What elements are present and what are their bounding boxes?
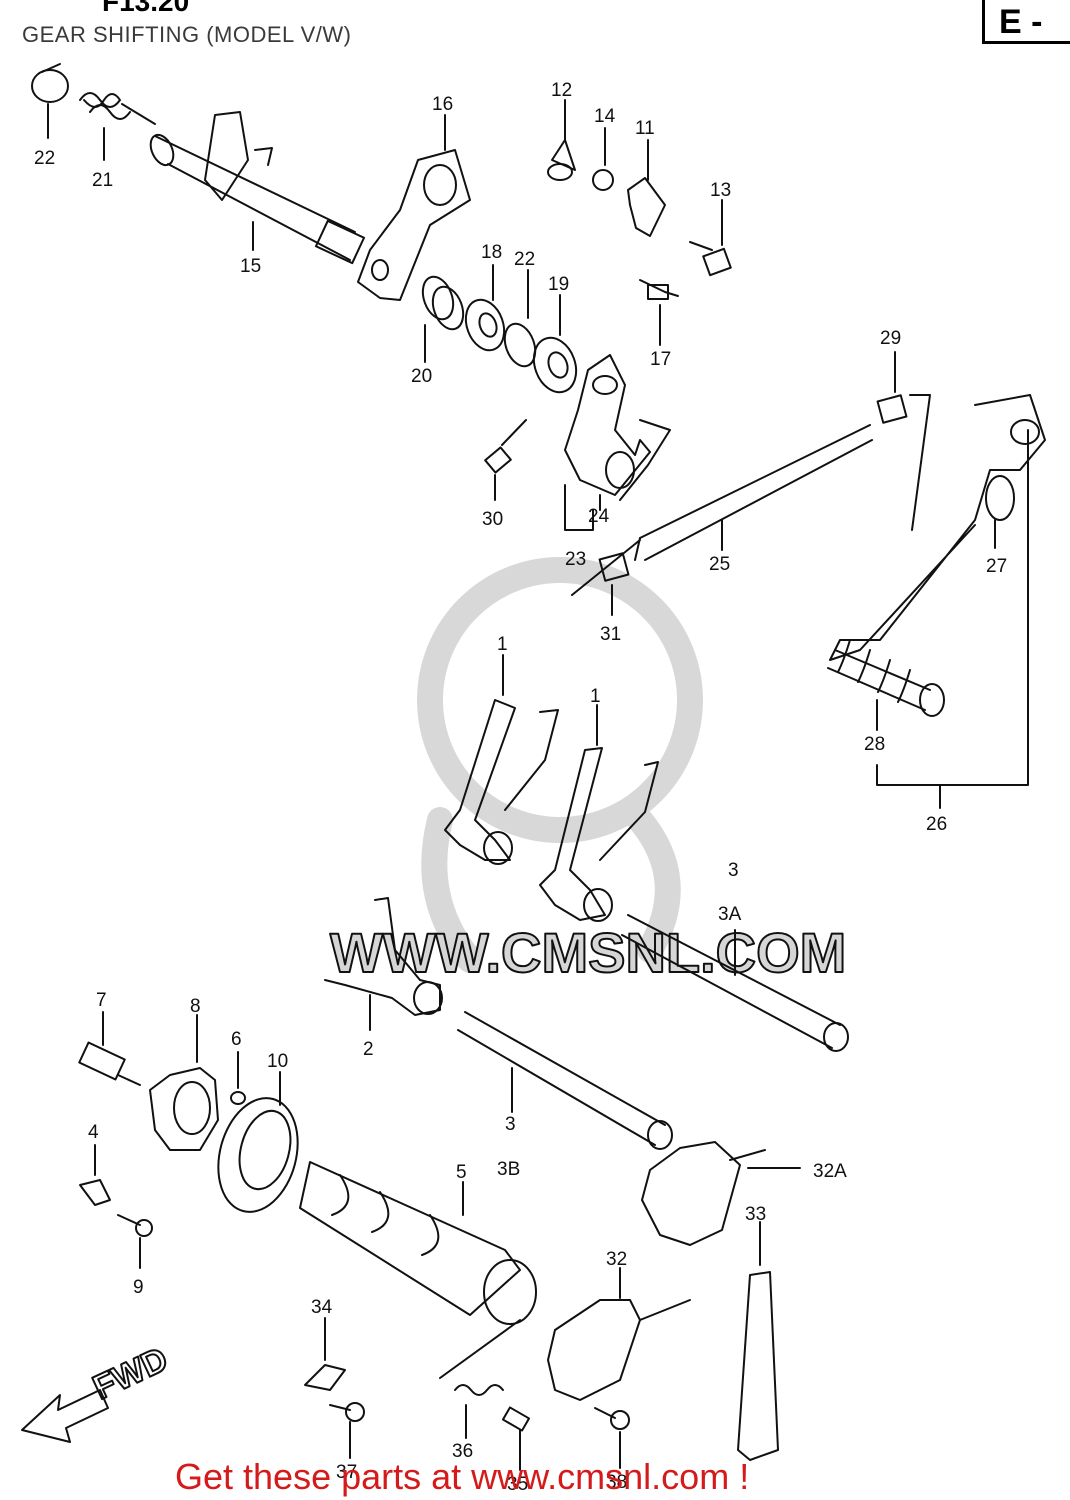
shift-fork-1a xyxy=(444,654,559,865)
spring-36 xyxy=(454,1384,504,1439)
label-1b: 1 xyxy=(590,686,601,707)
label-37: 37 xyxy=(336,1462,357,1483)
label-7: 7 xyxy=(96,990,107,1011)
label-8: 8 xyxy=(190,996,201,1017)
label-13: 13 xyxy=(710,180,731,201)
fwd-arrow-icon: FWD xyxy=(21,1339,175,1443)
label-3-top: 3 xyxy=(728,860,739,881)
gearshift-pedal-26 xyxy=(829,394,1046,809)
label-21: 21 xyxy=(92,170,113,191)
pin-17 xyxy=(639,279,679,346)
label-4: 4 xyxy=(88,1122,99,1143)
figure-number: F13.20 xyxy=(102,0,190,17)
shift-fork-1b xyxy=(539,704,659,922)
label-3b: 3B xyxy=(497,1159,520,1180)
oil-seal-18 xyxy=(464,264,506,352)
label-14: 14 xyxy=(594,106,616,127)
watermark-logo xyxy=(417,557,703,973)
label-10: 10 xyxy=(267,1051,288,1072)
screw-9 xyxy=(117,1214,153,1269)
label-25: 25 xyxy=(709,554,730,575)
label-33: 33 xyxy=(745,1204,766,1225)
label-32a: 32A xyxy=(813,1161,847,1182)
label-3a: 3A xyxy=(718,904,742,925)
stopper-plate-33 xyxy=(737,1221,779,1461)
nut-31 xyxy=(571,539,641,616)
pedal-rubber-28 xyxy=(827,639,945,731)
label-27: 27 xyxy=(986,556,1007,577)
label-12: 12 xyxy=(551,80,572,101)
label-32: 32 xyxy=(606,1249,627,1270)
nut-29 xyxy=(876,351,908,424)
pin-35 xyxy=(439,1319,531,1471)
diagram-subtitle: GEAR SHIFTING (MODEL V/W) xyxy=(22,22,352,47)
plate-34 xyxy=(304,1317,346,1391)
gearshift-shaft-15 xyxy=(149,111,366,265)
shift-arm-23 xyxy=(564,354,671,531)
label-22b: 22 xyxy=(514,249,535,270)
label-36: 36 xyxy=(452,1441,473,1462)
bearing-19 xyxy=(532,294,578,394)
watermark-text: WWW.CMSNL.COM xyxy=(330,921,846,984)
label-3-bottom: 3 xyxy=(505,1114,516,1135)
fwd-label: FWD xyxy=(87,1340,173,1407)
label-17: 17 xyxy=(650,349,671,370)
shift-fork-2 xyxy=(324,897,443,1031)
screw-37 xyxy=(329,1402,365,1459)
bolt-13 xyxy=(689,199,732,277)
pawl-11 xyxy=(627,139,666,237)
shift-rod-25 xyxy=(634,424,873,561)
section-box: E - xyxy=(982,0,1070,44)
label-38: 38 xyxy=(606,1472,627,1493)
label-26: 26 xyxy=(926,814,947,835)
fork-shaft-3b xyxy=(457,1011,673,1150)
buy-parts-link[interactable]: Get these parts at www.cmsnl.com ! xyxy=(175,1456,750,1497)
label-6: 6 xyxy=(231,1029,242,1050)
circlip-22b xyxy=(503,269,537,368)
label-28: 28 xyxy=(864,734,885,755)
label-23: 23 xyxy=(565,549,586,570)
cam-stopper-8 xyxy=(149,1014,219,1151)
part-number-labels: 1 1 2 3 3 3A 3B 4 5 6 7 8 9 10 11 12 13 … xyxy=(34,80,1007,1495)
shift-lever-16 xyxy=(357,114,471,301)
gearshift-cam-5 xyxy=(299,1161,537,1325)
label-5: 5 xyxy=(456,1162,467,1183)
label-9: 9 xyxy=(133,1277,144,1298)
pin-6 xyxy=(230,1051,246,1105)
spring-20 xyxy=(421,275,465,363)
cam-driven-gear-32a xyxy=(641,1141,801,1246)
label-34: 34 xyxy=(311,1297,333,1318)
label-16: 16 xyxy=(432,94,453,115)
label-2: 2 xyxy=(363,1039,374,1060)
washer-14 xyxy=(592,127,614,191)
fork-shaft-3a xyxy=(621,914,849,1052)
label-19: 19 xyxy=(548,274,569,295)
label-31: 31 xyxy=(600,624,621,645)
label-29: 29 xyxy=(880,328,901,349)
label-30: 30 xyxy=(482,509,503,530)
label-15: 15 xyxy=(240,256,261,277)
label-22a: 22 xyxy=(34,148,55,169)
screw-38 xyxy=(594,1407,630,1469)
label-11: 11 xyxy=(635,118,655,139)
stopper-plate-4 xyxy=(79,1144,111,1206)
label-1a: 1 xyxy=(497,634,508,655)
label-24: 24 xyxy=(588,506,610,527)
bearing-10 xyxy=(217,1071,299,1213)
pin-12 xyxy=(547,99,576,181)
cam-plate-32 xyxy=(547,1267,691,1401)
label-18: 18 xyxy=(481,242,502,263)
bolt-30 xyxy=(484,419,527,501)
return-spring-21 xyxy=(79,92,156,161)
label-35: 35 xyxy=(507,1474,528,1495)
circlip-22 xyxy=(31,63,69,139)
pin-7 xyxy=(78,1011,141,1086)
label-20: 20 xyxy=(411,366,432,387)
